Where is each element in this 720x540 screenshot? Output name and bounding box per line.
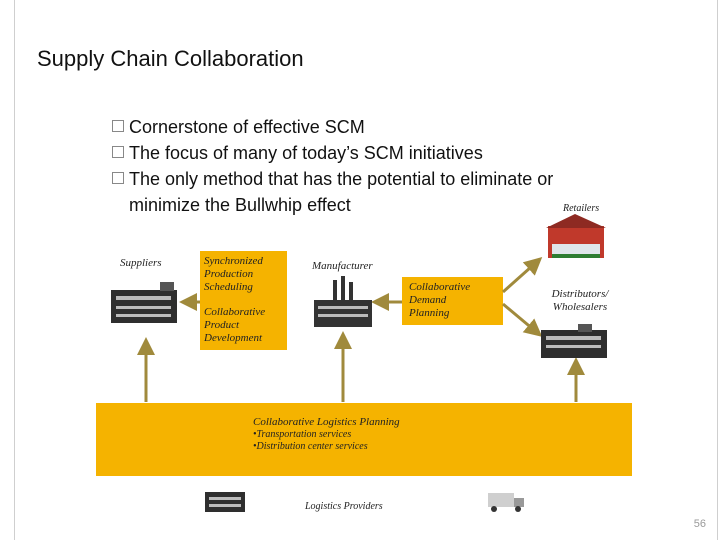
bullet-list: Cornerstone of effective SCM The focus o… — [112, 114, 632, 218]
bullet-text: Cornerstone of effective SCM — [129, 117, 365, 137]
warehouse-icon — [205, 492, 245, 512]
box-text-line: Development — [204, 332, 263, 344]
retailers-label: Retailers — [563, 203, 600, 214]
checkbox-bullet-icon — [112, 146, 124, 158]
demand-planning-box — [402, 277, 503, 325]
box-text-line: Synchronized — [204, 255, 263, 267]
truck-icon — [488, 493, 524, 512]
distributors-label-line: Distributors/ — [551, 288, 609, 300]
bullet-text: The only method that has the potential t… — [129, 169, 554, 215]
box-text-line: Product — [204, 319, 240, 331]
arrow-to-retailers — [502, 257, 543, 294]
manufacturer-label: Manufacturer — [312, 260, 373, 272]
production-collab-text: Synchronized Production Scheduling Colla… — [204, 255, 265, 345]
store-icon — [546, 214, 606, 258]
bullet-text: The focus of many of today’s SCM initiat… — [129, 143, 483, 163]
box-text-line: Production — [204, 268, 254, 280]
suppliers-label: Suppliers — [120, 257, 162, 269]
bullet-item: Cornerstone of effective SCM — [112, 114, 632, 140]
warehouse-icon — [111, 282, 177, 323]
box-text-line: Demand — [409, 294, 447, 306]
logistics-planning-text: Collaborative Logistics Planning •Transp… — [253, 416, 400, 453]
production-collab-box — [200, 251, 287, 350]
checkbox-bullet-icon — [112, 172, 124, 184]
box-text-line: •Transportation services — [253, 429, 352, 440]
box-text-line: Scheduling — [204, 281, 253, 293]
bullet-item: The only method that has the potential t… — [112, 166, 619, 218]
box-text-line: Collaborative — [409, 281, 471, 293]
box-text-line: •Distribution center services — [253, 441, 368, 452]
slide-frame — [14, 0, 718, 540]
box-text-line: Planning — [409, 307, 450, 319]
bullet-item: The focus of many of today’s SCM initiat… — [112, 140, 632, 166]
logistics-providers-label: Logistics Providers — [305, 501, 383, 512]
distributors-label: Distributors/ Wholesalers — [549, 288, 611, 314]
box-text-line: Collaborative — [204, 306, 266, 318]
page-number: 56 — [693, 518, 706, 530]
logistics-planning-box — [96, 403, 632, 476]
box-text-line: Collaborative Logistics Planning — [253, 416, 400, 428]
distributors-label-line: Wholesalers — [552, 301, 608, 313]
warehouse-icon — [541, 324, 607, 358]
demand-planning-text: Collaborative Demand Planning — [409, 281, 470, 320]
arrow-to-distributors — [502, 302, 543, 337]
slide-title: Supply Chain Collaboration — [37, 46, 304, 71]
checkbox-bullet-icon — [112, 120, 124, 132]
factory-icon — [314, 276, 372, 327]
